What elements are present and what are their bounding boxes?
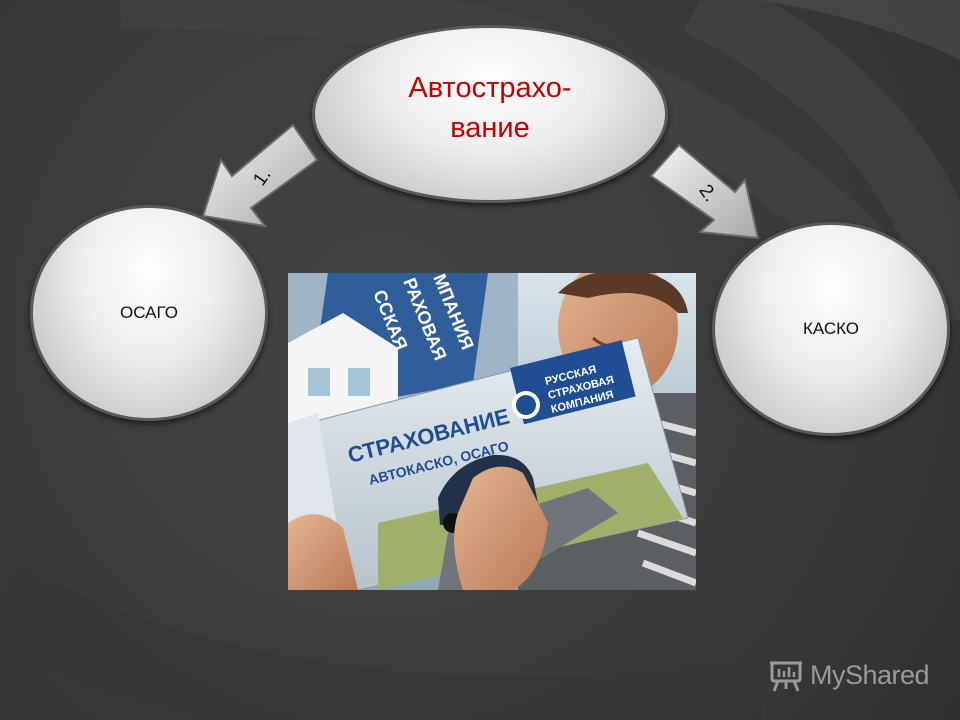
presentation-board-icon [770,661,802,692]
node-kasko: КАСКО [712,222,950,436]
node-kasko-label: КАСКО [802,319,860,338]
arrow-to-kasko [649,143,760,240]
root-node-label: Автострахо- вание [408,72,572,144]
hand-right [454,466,548,590]
node-osago-label: ОСАГО [120,303,178,322]
root-node: Автострахо- вание [312,25,668,203]
arrow-to-osago [201,123,319,228]
watermark-text: MyShared [810,659,930,690]
node-osago: ОСАГО [30,205,268,421]
photo-man-reading-brochure: ССКАЯ РАХОВАЯ МПАНИЯ Р [288,273,696,590]
watermark: MyShared [768,655,930,695]
